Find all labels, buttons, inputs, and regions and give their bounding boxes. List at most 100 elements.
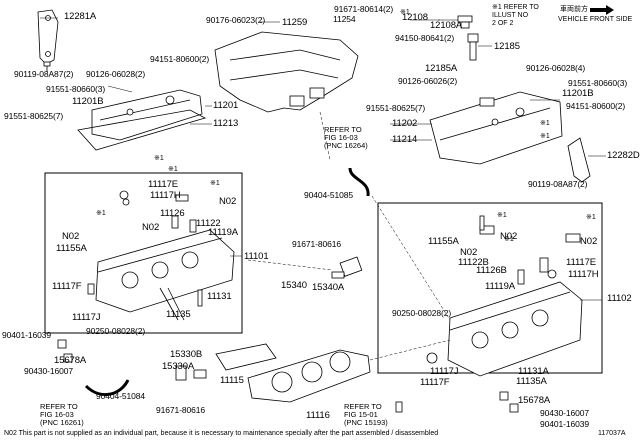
part-11131A[interactable]: 11131A [518,366,549,377]
head-gasket-shim-icon [215,343,277,371]
illust-note-line2: ILLUST NO [492,12,529,19]
part-15330A[interactable]: 15330A [162,361,195,372]
part-N02-c[interactable]: N02 [142,222,160,233]
part-11119A[interactable]: 11119A [208,227,239,238]
oil-control-valve-icon [331,256,363,279]
part-11116[interactable]: 11116 [306,410,330,421]
part-90126-06028-left[interactable]: 90126-06028(2) [86,69,146,79]
part-11122B[interactable]: 11122B [458,257,489,268]
part-11117H-left[interactable]: 11117H [150,190,181,201]
part-91551-80625-right[interactable]: 91551-80625(7) [366,103,426,113]
part-90404-51085[interactable]: 90404-51085 [304,190,354,200]
part-11101[interactable]: 11101 [244,251,269,262]
part-12282D[interactable]: 12282D [607,150,640,161]
part-12108[interactable]: 12108 [402,12,428,23]
part-11135A[interactable]: 11135A [516,376,547,387]
refer-fig-16-03-bottom-1[interactable]: REFER TO [40,402,78,411]
part-11214[interactable]: 11214 [392,134,418,145]
part-12185[interactable]: 12185 [494,41,520,52]
refer-fig-16-03-bottom-3[interactable]: (PNC 16261) [40,418,84,427]
part-N02-d[interactable]: N02 [500,231,518,242]
part-91671-80614[interactable]: 91671-80614(2) [334,4,394,14]
valve-lifter-icon [171,215,179,229]
part-11117H-right[interactable]: 11117H [568,269,599,280]
footer-note: N02 This part is not supplied as an indi… [4,430,439,437]
illust-ref-mark: ※1 [168,166,178,173]
part-11117J-right[interactable]: 11117J [430,366,459,377]
part-90176-06023[interactable]: 90176-06023(2) [206,15,266,25]
part-11259[interactable]: 11259 [282,17,308,28]
refer-fig-16-03-bottom-2[interactable]: FIG 16-03 [40,410,74,419]
stud-bolt-icon [197,289,203,307]
part-11119A-right[interactable]: 11119A [485,281,516,292]
part-N02-a[interactable]: N02 [219,196,237,207]
part-N02-e[interactable]: N02 [460,247,478,258]
leader-lines [40,17,606,361]
part-15340[interactable]: 15340 [281,280,307,291]
part-12108A[interactable]: 12108A [430,20,463,31]
part-94150-80641[interactable]: 94150-80641(2) [395,33,455,43]
part-91551-80660-left[interactable]: 91551-80660(3) [46,84,106,94]
part-15340A[interactable]: 15340A [312,282,345,293]
part-15678A-left[interactable]: 15678A [54,355,87,366]
part-N02-f[interactable]: N02 [580,236,598,247]
part-11202[interactable]: 11202 [392,118,418,129]
part-15330B[interactable]: 15330B [170,349,203,360]
part-90430-16007-right[interactable]: 90430-16007 [540,408,590,418]
part-11201B-right[interactable]: 11201B [562,88,594,99]
part-11155A-right[interactable]: 11155A [428,236,459,247]
part-91671-80616-bottom[interactable]: 91671-80616 [156,405,206,415]
part-11117E-right[interactable]: 11117E [566,257,597,268]
part-90430-16007-left[interactable]: 90430-16007 [24,366,74,376]
part-90404-51084[interactable]: 90404-51084 [96,391,146,401]
part-11201-left[interactable]: 11201 [213,100,239,111]
part-94151-80600-right[interactable]: 94151-80600(2) [566,101,626,111]
part-N02-b[interactable]: N02 [62,231,80,242]
part-11117E-left[interactable]: 11117E [148,179,179,190]
part-90401-16039-left[interactable]: 90401-16039 [2,330,52,340]
part-90126-06028-right[interactable]: 90126-06028(4) [526,63,586,73]
part-90401-16039-right[interactable]: 90401-16039 [540,419,590,429]
diagram-code: 117037A [598,430,626,437]
valve-spring-icon [539,257,549,273]
part-90250-08028-right[interactable]: 90250-08028(2) [392,308,452,318]
refer-fig-15-01-2[interactable]: FIG 15-01 [344,410,378,419]
part-12185A[interactable]: 12185A [425,63,458,74]
part-11115[interactable]: 11115 [220,375,244,386]
part-11201B-left[interactable]: 11201B [72,96,104,107]
part-11126[interactable]: 11126 [160,208,185,219]
part-11135[interactable]: 11135 [166,309,191,320]
part-11213-left[interactable]: 11213 [213,118,239,129]
part-90119-08A87-right[interactable]: 90119-08A87(2) [528,179,588,189]
refer-fig-15-01-1[interactable]: REFER TO [344,402,382,411]
part-94151-80600-left[interactable]: 94151-80600(2) [150,54,210,64]
part-91551-80660-right[interactable]: 91551-80660(3) [568,78,628,88]
part-11254[interactable]: 11254 [333,14,356,24]
refer-fig-15-01-3[interactable]: (PNC 15193) [344,418,388,427]
part-15678A-right[interactable]: 15678A [518,395,551,406]
refer-fig-16-03-top-2[interactable]: FIG 16-03 [324,133,358,142]
part-11102[interactable]: 11102 [607,293,632,304]
refer-fig-16-03-top-1[interactable]: REFER TO [324,125,362,134]
part-91551-80625-left[interactable]: 91551-80625(7) [4,111,64,121]
part-11155A-left[interactable]: 11155A [56,243,87,254]
part-12281A[interactable]: 12281A [64,11,97,22]
part-11126B[interactable]: 11126B [476,265,507,276]
part-90126-06026[interactable]: 90126-06026(2) [398,76,458,86]
front-label-en: VEHICLE FRONT SIDE [558,16,633,23]
illust-note-line1: ※1 REFER TO [492,4,539,11]
cylinder-head-left-icon [95,229,235,313]
cylinder-head-right-icon [447,281,583,377]
part-11131[interactable]: 11131 [207,291,232,302]
part-91671-80616-top[interactable]: 91671-80616 [292,239,342,249]
part-11117F-left[interactable]: 11117F [52,281,82,292]
part-11117J-left[interactable]: 11117J [72,312,101,323]
cylinder-head-cover-left-icon [91,89,203,141]
part-11117F-right[interactable]: 11117F [420,377,450,388]
part-90250-08028-left[interactable]: 90250-08028(2) [86,326,146,336]
part-90119-08A87[interactable]: 90119-08A87(2) [14,69,74,79]
oil-strainer-icon [175,365,187,381]
refer-fig-16-03-top-3[interactable]: (PNC 16264) [324,141,368,150]
illust-ref-mark: ※1 [497,212,507,219]
part-11122[interactable]: 11122 [196,218,221,229]
